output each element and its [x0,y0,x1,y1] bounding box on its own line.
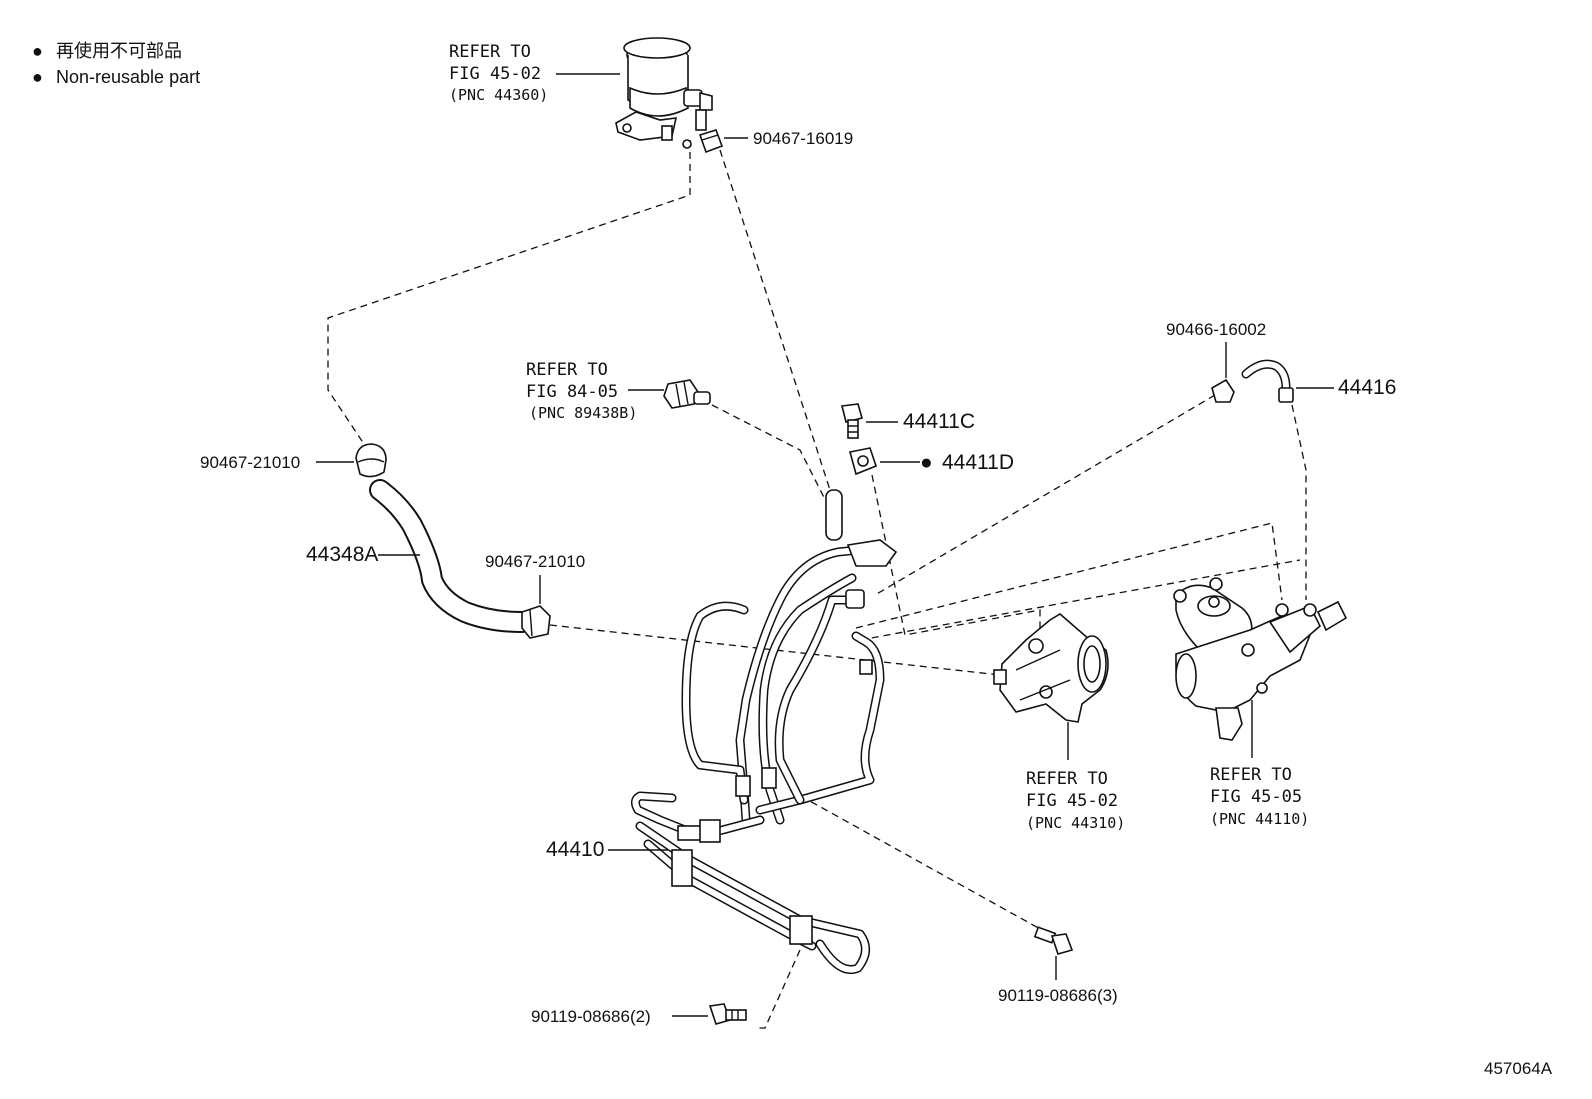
ref-line: FIG 45-05 [1210,787,1302,807]
part-number-bolt-right: 90119-08686(3) [998,986,1118,1005]
legend-bullet: ● [32,41,43,61]
part-number-clip-left: 90467-21010 [200,453,300,472]
reservoir-icon [615,37,713,149]
pressure-tube-assembly-icon [630,489,898,974]
ref-line: FIG 45-02 [1026,791,1118,811]
ref-line: REFER TO [1210,765,1292,785]
part-number-clip-top: 90467-16019 [753,129,853,148]
hose-clip-icon [521,605,551,639]
part-number-hose: 44348A [306,543,378,566]
part-number-pipe-assy: 44410 [546,838,604,861]
hose-clip-icon [355,443,387,478]
vane-pump-icon [993,613,1109,723]
return-hose-icon [369,479,533,633]
legend-text-japanese: 再使用不可部品 [56,41,182,61]
gasket-icon [849,447,877,476]
part-number-gasket-d: 44411D [942,451,1014,474]
hose-clip-icon [698,129,724,154]
steering-gear-icon [1173,577,1348,741]
part-number-tube: 44416 [1338,376,1396,399]
pump-reference: REFER TO FIG 45-02 (PNC 44310) [1026,769,1125,832]
part-number-clip-right: 90466-16002 [1166,320,1266,339]
return-tube-icon [1241,359,1294,403]
union-bolt-icon [841,403,863,439]
legend-bullet: ● [32,67,43,87]
sensor-reference: REFER TO FIG 84-05 (PNC 89438B) [526,360,637,422]
ref-line: FIG 84-05 [526,382,618,402]
part-number-clip-mid: 90467-21010 [485,552,585,571]
diagram-code: 457064A [1484,1059,1553,1078]
flange-bolt-icon [1033,926,1074,955]
ref-pnc: (PNC 44110) [1210,810,1309,828]
gear-reference: REFER TO FIG 45-05 (PNC 44110) [1210,765,1309,828]
non-reusable-bullet: ● [920,451,933,474]
dashed-leaders [327,140,1307,1029]
pressure-switch-icon [663,379,711,409]
part-number-bolt-c: 44411C [903,410,975,433]
ref-line: FIG 45-02 [449,64,541,84]
ref-pnc: (PNC 44310) [1026,814,1125,832]
legend: ● 再使用不可部品 ● Non-reusable part [32,41,200,87]
hose-clip-icon [1211,378,1235,403]
ref-pnc: (PNC 89438B) [529,404,637,422]
ref-line: REFER TO [1026,769,1108,789]
ref-line: REFER TO [526,360,608,380]
ref-pnc: (PNC 44360) [449,86,548,104]
reservoir-reference: REFER TO FIG 45-02 (PNC 44360) [449,42,548,104]
part-number-bolt-left: 90119-08686(2) [531,1007,651,1026]
flange-bolt-icon [708,1003,747,1025]
ref-line: REFER TO [449,42,531,62]
legend-text-english: Non-reusable part [56,67,200,87]
